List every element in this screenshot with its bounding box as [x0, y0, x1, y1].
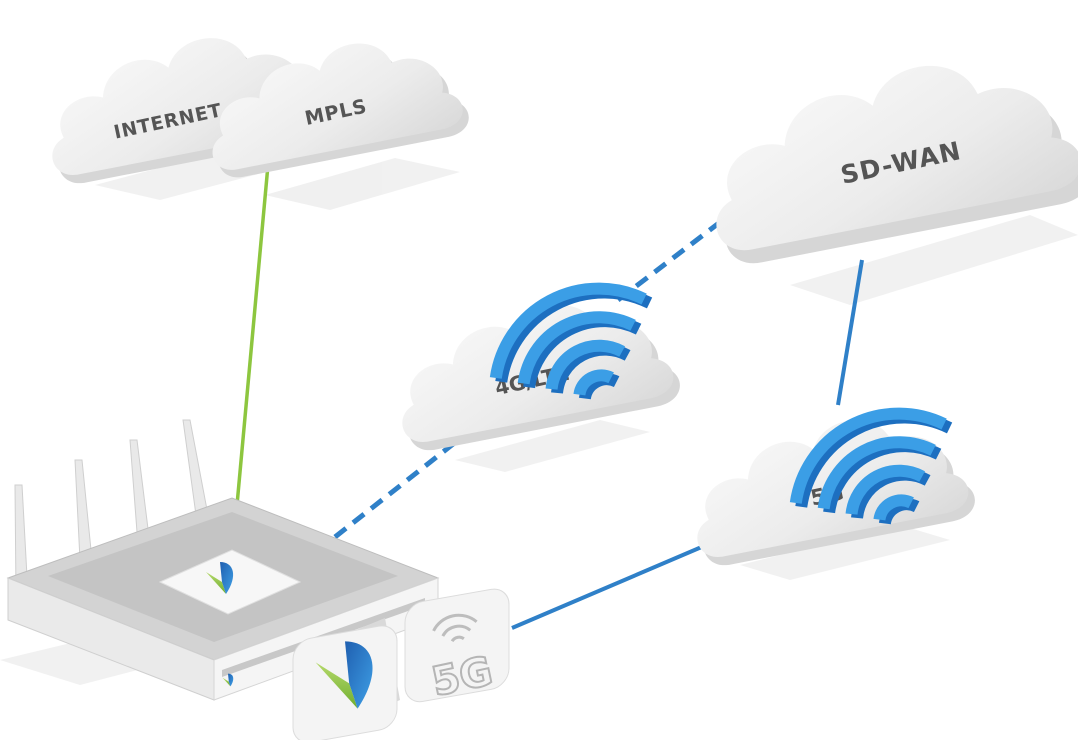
link-5g-router — [511, 538, 719, 630]
brand-logo-icon — [222, 673, 234, 687]
5g-signal-icon — [432, 613, 478, 643]
router-antennas — [14, 419, 209, 596]
link-router-lte — [333, 435, 464, 539]
cloud-mpls: MPLS — [196, 24, 473, 185]
cloud-sdwan: SD-WAN — [692, 37, 1078, 274]
brand-logo-icon — [315, 641, 373, 709]
wifi-icon — [789, 407, 953, 525]
brand-logo-badge — [292, 618, 400, 740]
5g-badge: 5G — [404, 588, 510, 707]
wifi-icon — [489, 282, 653, 400]
cloud-internet: INTERNET — [34, 17, 334, 192]
link-router-mpls — [235, 164, 270, 506]
link-sdwan-5g — [836, 259, 864, 406]
brand-logo-icon — [206, 562, 234, 594]
link-lte-sdwan — [616, 208, 738, 302]
links — [235, 164, 864, 630]
